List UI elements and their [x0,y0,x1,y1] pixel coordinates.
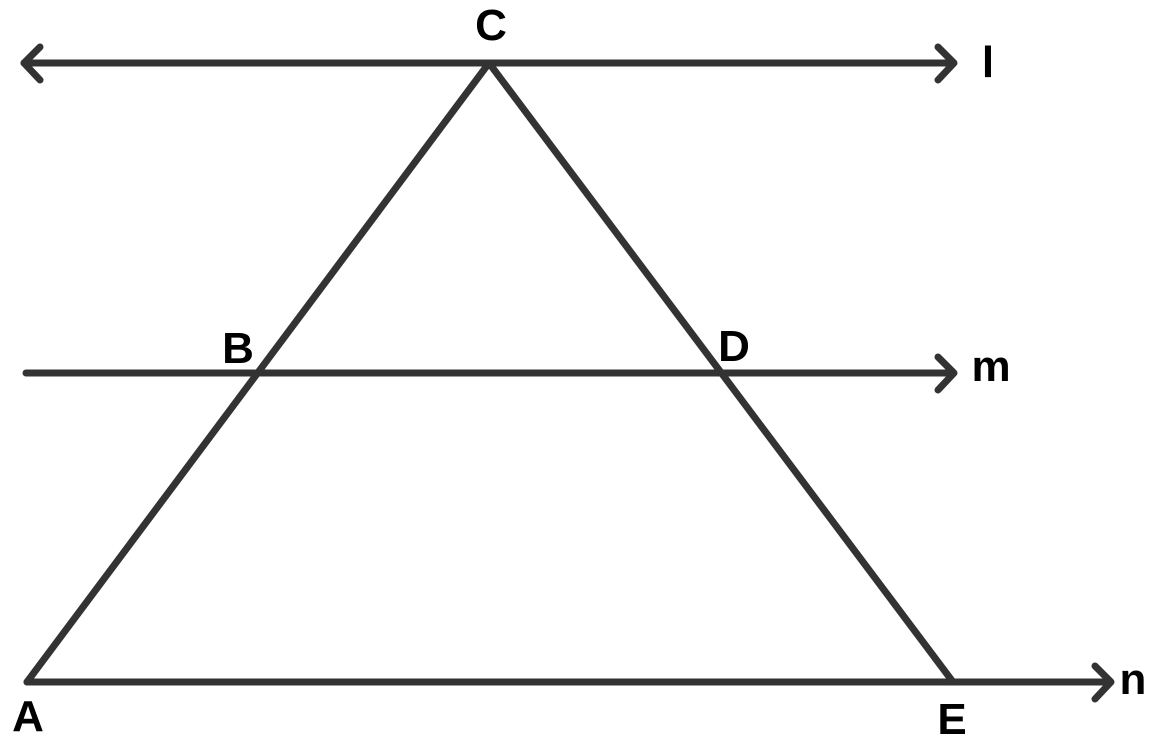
point-label-e: E [937,695,967,744]
arrow-right-icon [934,43,958,84]
arrow-left-icon [20,43,44,84]
point-label-b: B [222,324,254,373]
point-label-d: D [718,322,750,371]
point-label-c: C [475,1,507,50]
arrow-right-icon [1091,662,1115,703]
segment-ca [23,59,493,686]
line-label-l: l [981,38,995,87]
segment-ce [485,59,957,686]
arrow-right-icon [934,353,958,394]
point-label-a: A [12,692,44,741]
line-label-n: n [1119,655,1147,704]
line-label-m: m [971,342,1011,391]
